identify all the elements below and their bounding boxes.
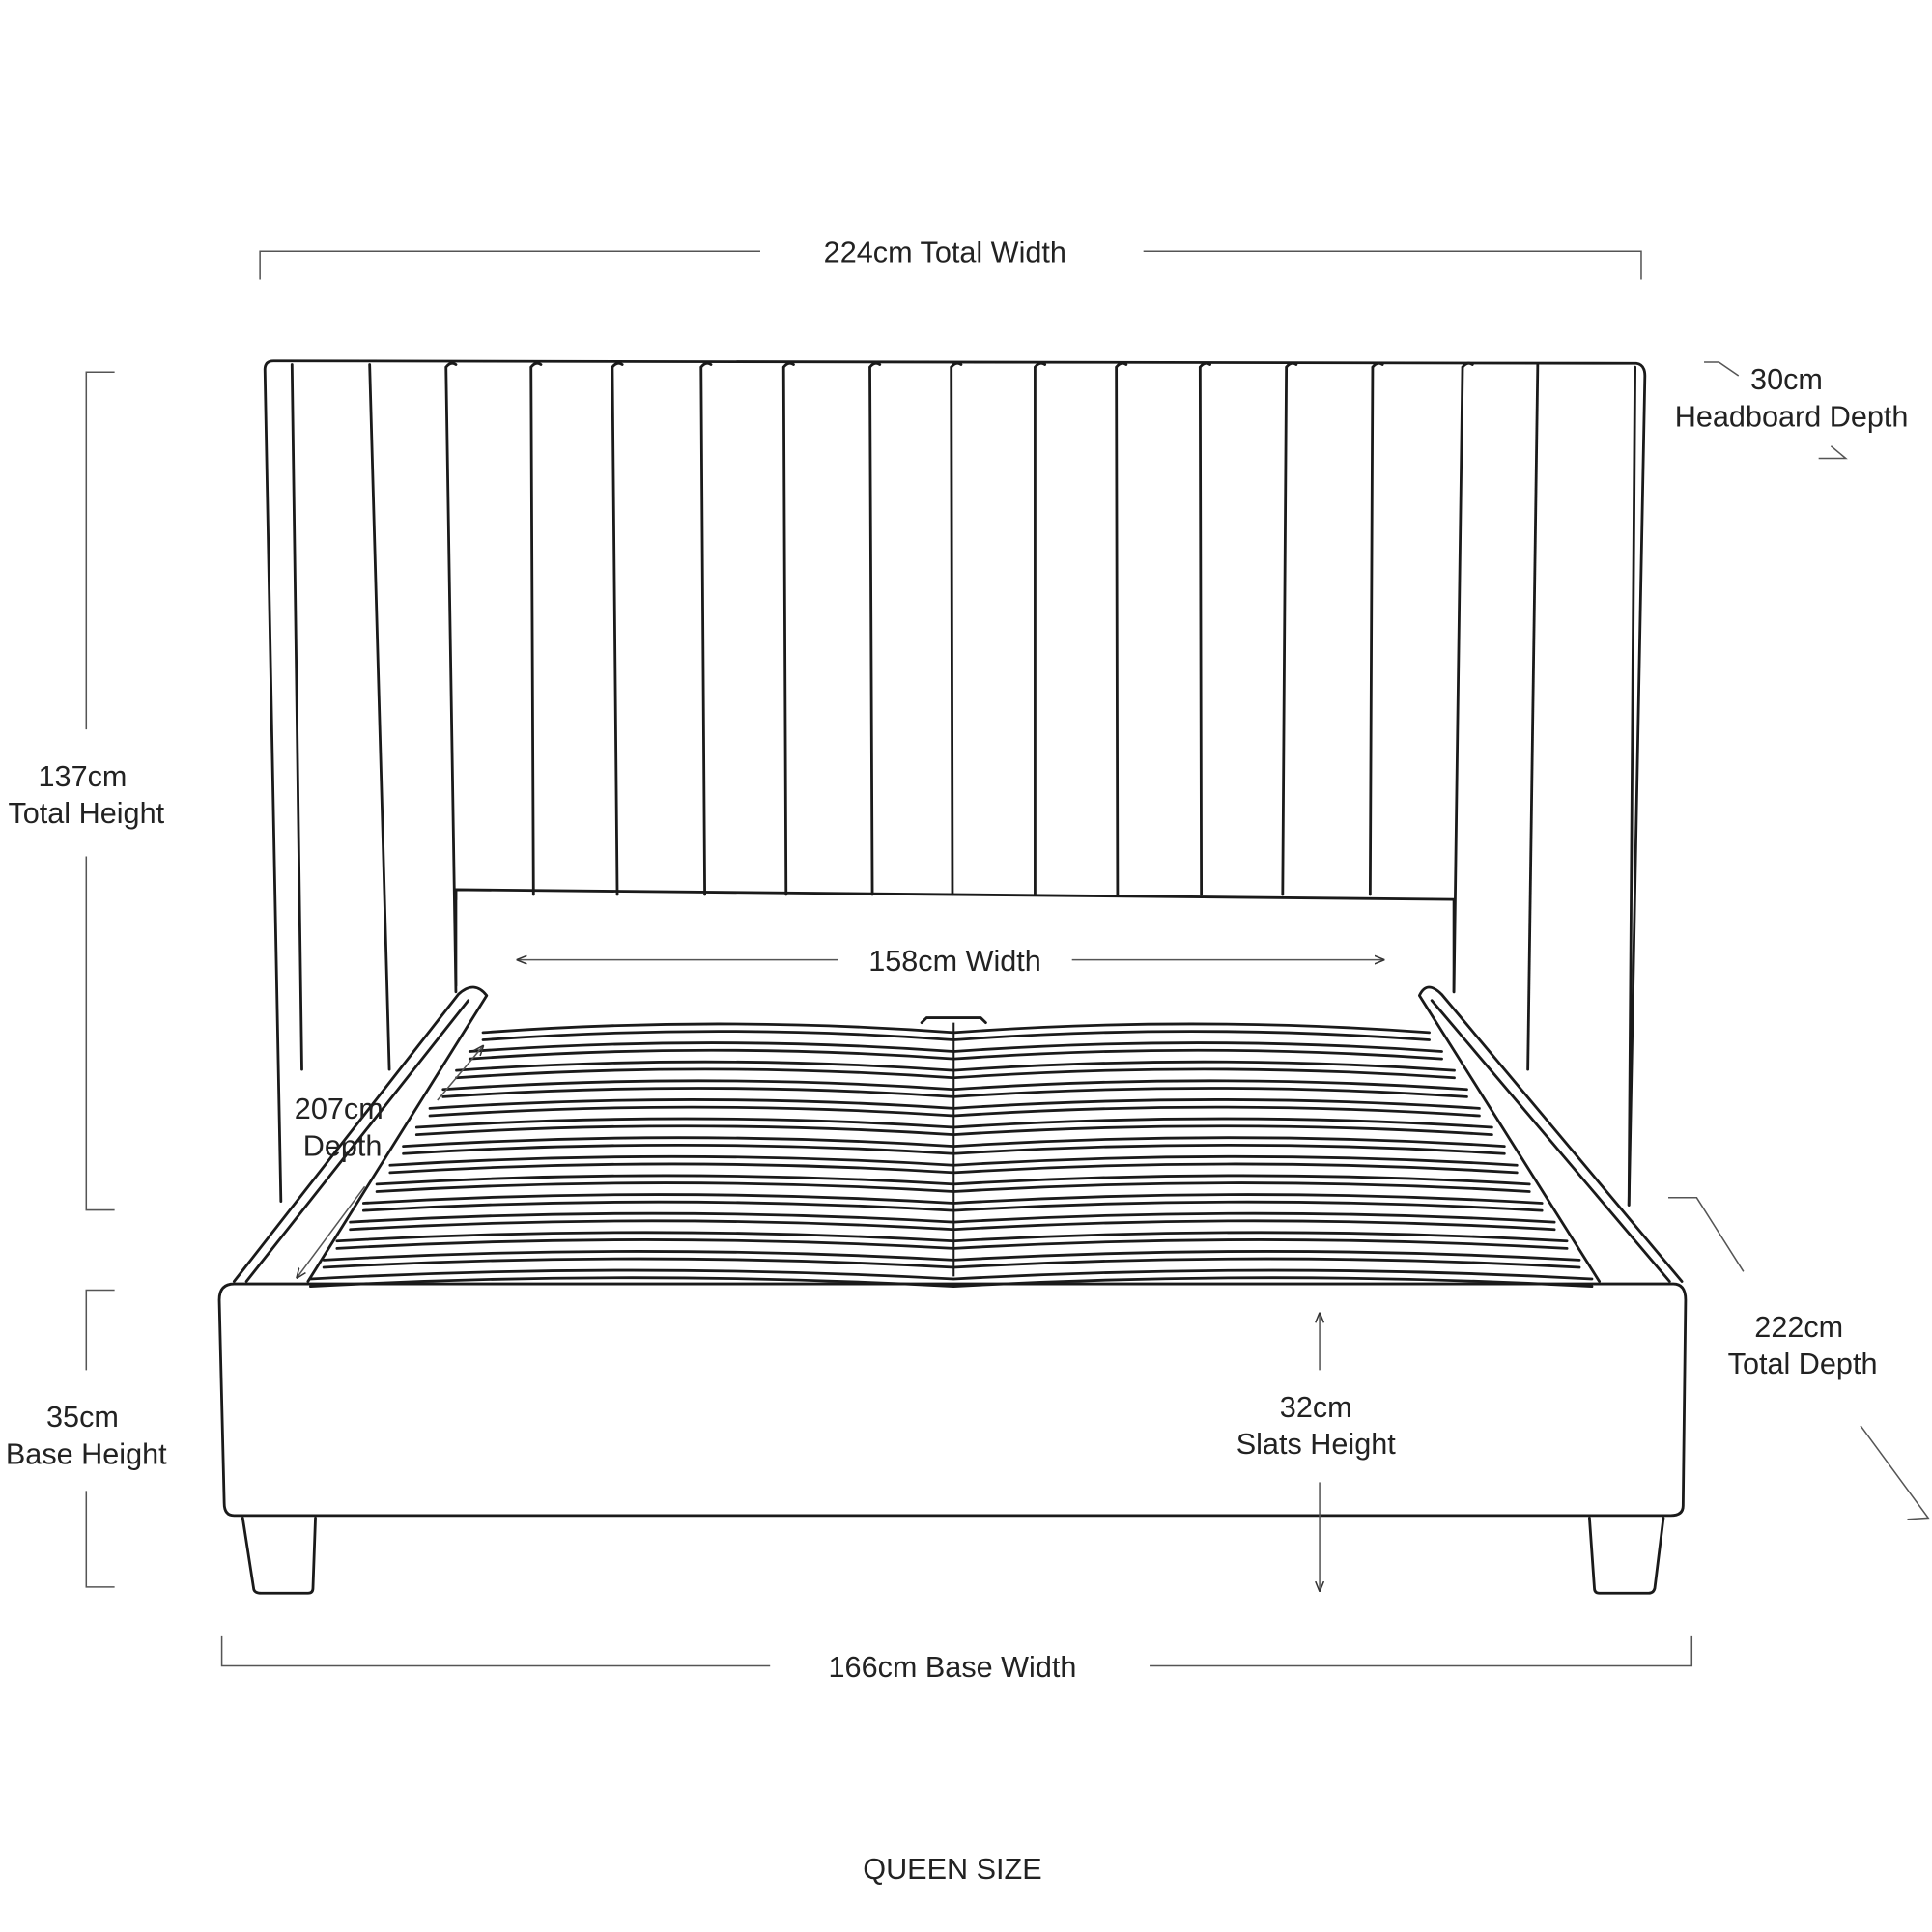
headboard-channel-line	[950, 361, 963, 896]
slat	[335, 1231, 1569, 1250]
headboard-channel-line	[868, 361, 882, 896]
headboard-depth-value: 30cm	[1750, 363, 1823, 396]
slats-height-label: Slats Height	[1236, 1428, 1397, 1461]
total-height-label: Total Height	[8, 797, 164, 830]
side-rails	[232, 985, 1684, 1283]
headboard-channel-line	[444, 361, 458, 994]
headboard-channel-line	[611, 361, 624, 896]
bed-legs	[241, 1517, 1665, 1595]
headboard-channel-line	[1368, 361, 1384, 896]
headboard-depth-dimension: 30cm Headboard Depth	[1675, 361, 1909, 460]
depth-value: 207cm	[295, 1093, 384, 1125]
slat	[309, 1268, 1594, 1289]
slat	[481, 1022, 1431, 1041]
headboard-channel-line	[1452, 361, 1474, 994]
headboard-channel-line	[781, 361, 795, 896]
slat	[468, 1041, 1443, 1061]
bed-base	[217, 1282, 1688, 1518]
headboard-channel-line	[699, 361, 713, 896]
total-depth-value: 222cm	[1754, 1311, 1843, 1344]
total-width-dimension: 224cm Total Width	[259, 237, 1642, 280]
slat	[455, 1060, 1456, 1080]
base-height-dimension: 35cm Base Height	[6, 1289, 167, 1588]
total-depth-dimension: 222cm Total Depth	[1668, 1197, 1930, 1520]
slat-center-bracket	[920, 1016, 987, 1025]
total-depth-label: Total Depth	[1728, 1348, 1878, 1380]
depth-dimension: 207cm Depth	[295, 1046, 483, 1278]
depth-label: Depth	[303, 1129, 383, 1162]
base-width-label: 166cm Base Width	[829, 1651, 1077, 1684]
slat	[349, 1211, 1556, 1232]
base-height-value: 35cm	[46, 1401, 119, 1434]
headboard-channel-line	[1115, 361, 1128, 896]
slats-height-dimension: 32cm Slats Height	[1236, 1314, 1397, 1591]
base-height-label: Base Height	[6, 1437, 167, 1470]
inner-width-label: 158cm Width	[868, 945, 1041, 978]
headboard	[263, 359, 1647, 1207]
headboard-channel-line	[1281, 361, 1298, 896]
base-width-dimension: 166cm Base Width	[220, 1635, 1693, 1684]
headboard-channel-line	[529, 361, 543, 896]
bed-slats	[309, 1022, 1594, 1289]
slat	[441, 1079, 1468, 1098]
inner-width-dimension: 158cm Width	[518, 945, 1384, 978]
slat	[322, 1250, 1581, 1269]
total-height-value: 137cm	[39, 760, 128, 793]
total-height-dimension: 137cm Total Height	[8, 371, 165, 1211]
slats-height-value: 32cm	[1280, 1391, 1352, 1424]
headboard-depth-label: Headboard Depth	[1675, 400, 1909, 433]
headboard-channel-line	[1198, 361, 1211, 896]
headboard-channel-line	[1034, 361, 1047, 896]
size-title: QUEEN SIZE	[863, 1853, 1041, 1886]
total-width-label: 224cm Total Width	[824, 237, 1066, 270]
